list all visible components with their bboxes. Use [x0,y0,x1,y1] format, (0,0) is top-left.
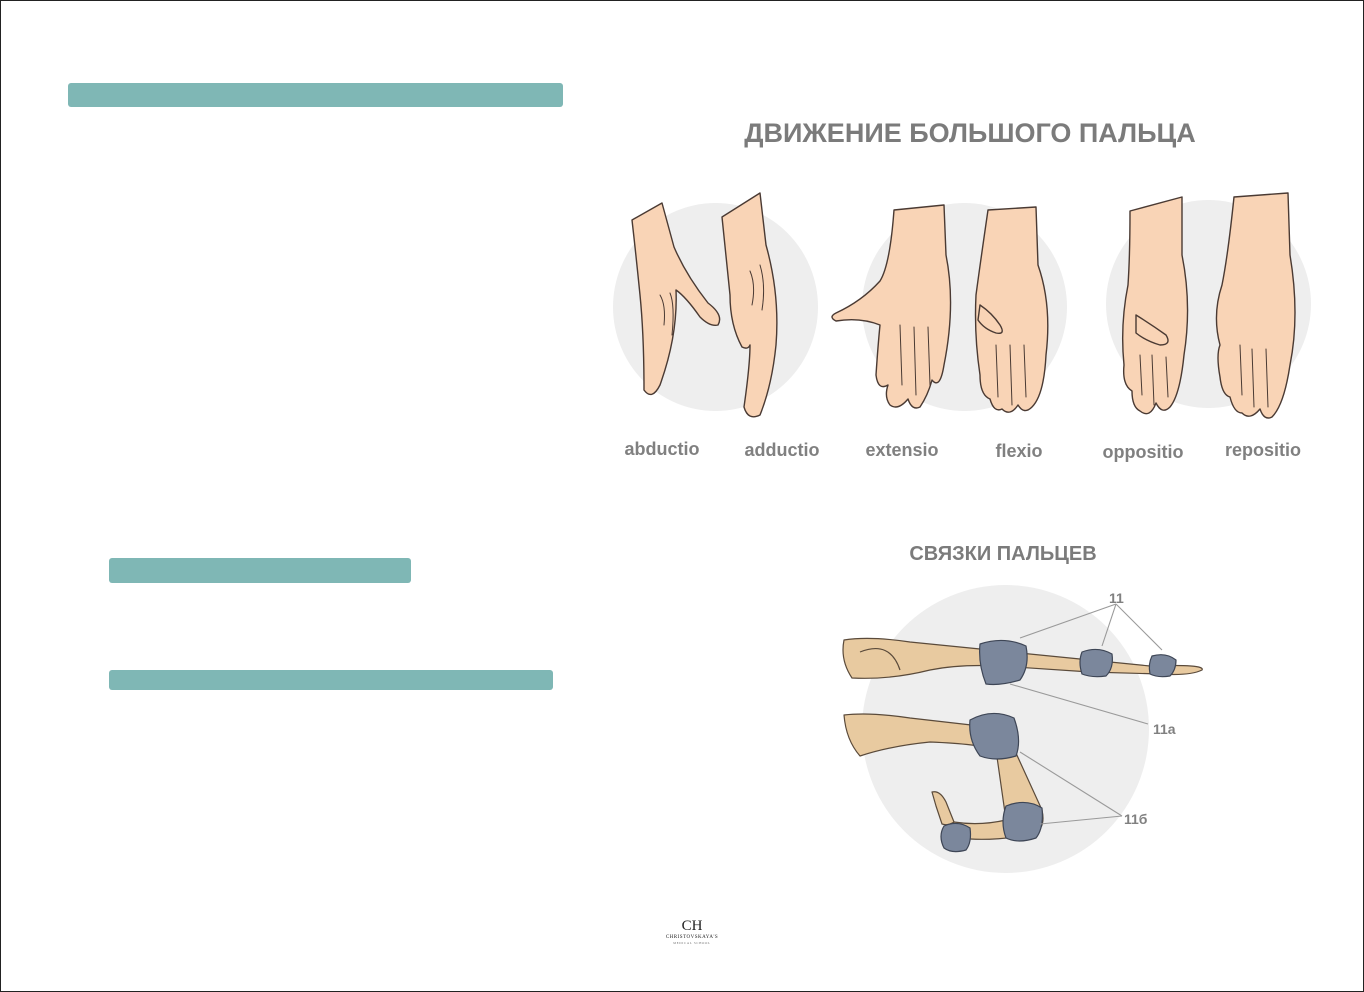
hand-reposition-icon [1215,192,1296,419]
ligament-callout-11a: 11а [1153,721,1176,737]
logo-name: CHRISTOVSKAYA'S [665,935,719,940]
redacted-heading-bar-2 [109,558,411,583]
callout-leader-lines [1009,603,1163,825]
movement-label-abductio: abductio [624,439,700,459]
school-logo: CH CHRISTOVSKAYA'S MEDICAL SCHOOL [662,918,722,946]
hand-abduction-icon [631,202,721,396]
logo-mark: CH [681,918,703,934]
logo-subtitle: MEDICAL SCHOOL [673,941,711,945]
straight-finger-ligaments [979,639,1177,686]
ligament-callout-11b: 11б [1124,811,1148,827]
movement-label-adductio: adductio [744,440,820,460]
thumb-movements-illustration [631,192,1296,419]
bent-finger-ligaments [940,712,1043,853]
hand-opposition-icon [1121,196,1189,415]
redacted-heading-bar-3 [109,670,553,690]
movement-label-extensio: extensio [865,440,939,460]
redacted-heading-bar-1 [68,83,563,107]
movement-label-flexio: flexio [995,441,1043,461]
hand-flexion-icon [974,206,1049,413]
ligament-callout-11: 11 [1109,590,1124,606]
hand-extension-icon [831,204,952,409]
movement-label-repositio: repositio [1224,440,1301,460]
thumb-movement-title: ДВИЖЕНИЕ БОЛЬШОГО ПАЛЬЦА [744,118,1196,148]
hand-adduction-icon [721,192,778,418]
movement-label-oppositio: oppositio [1102,442,1184,462]
finger-ligaments-illustration [842,603,1203,853]
finger-ligaments-title: СВЯЗКИ ПАЛЬЦЕВ [909,543,1097,565]
